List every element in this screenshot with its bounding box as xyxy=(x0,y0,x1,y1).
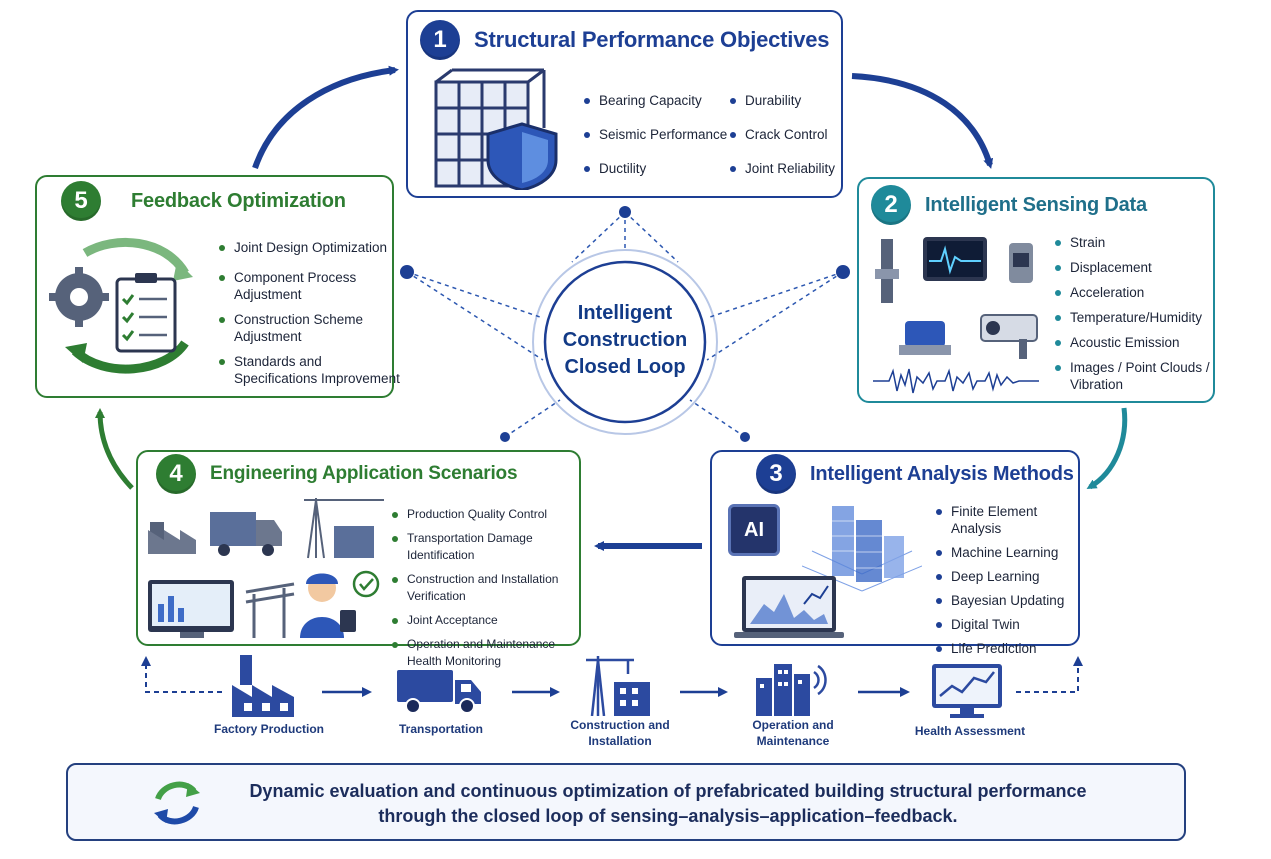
summary-banner: Dynamic evaluation and continuous optimi… xyxy=(66,763,1186,841)
list-item: Temperature/Humidity xyxy=(1055,309,1210,326)
factory-icon xyxy=(232,655,294,717)
step-number-2: 2 xyxy=(871,185,911,225)
list-item: Bearing Capacity xyxy=(584,92,727,109)
card-engineering-application: 4 Engineering Application Scenarios Prod… xyxy=(136,450,581,668)
card5-list: Joint Design Optimization Component Proc… xyxy=(219,239,404,387)
list-item: Acoustic Emission xyxy=(1055,334,1210,351)
stage-health-assessment: Health Assessment xyxy=(914,724,1026,738)
card-intelligent-sensing: 2 Intelligent Sensing Data Strain Displa… xyxy=(857,177,1215,403)
list-item: Finite Element Analysis xyxy=(936,503,1078,537)
step-number-4: 4 xyxy=(156,454,196,494)
banner-text: Dynamic evaluation and continuous optimi… xyxy=(249,781,1087,826)
list-item: Production Quality Control xyxy=(392,506,579,523)
center-line-2: Construction xyxy=(562,329,688,351)
card3-list: Finite Element Analysis Machine Learning… xyxy=(936,503,1078,657)
arrow-1-to-2 xyxy=(851,73,994,169)
recycle-arrows-icon xyxy=(154,781,200,825)
list-item: Crack Control xyxy=(730,126,835,143)
monitor-assessment-icon xyxy=(932,664,1002,718)
digital-twin-building-icon xyxy=(802,506,922,592)
sensor-devices-icon xyxy=(873,237,1039,394)
center-line-3: Closed Loop xyxy=(564,356,686,378)
list-item: Strain xyxy=(1055,234,1210,251)
stage-operation-maintenance: Operation and Maintenance xyxy=(752,718,834,748)
arrow-5-to-1 xyxy=(252,65,399,169)
building-shield-icon xyxy=(434,68,558,190)
card4-title: Engineering Application Scenarios xyxy=(210,463,518,484)
card-feedback-optimization: 5 Feedback Optimization Joint Design Opt… xyxy=(35,175,400,398)
laptop-chart-icon xyxy=(734,576,844,638)
crane-icon xyxy=(586,656,650,716)
step-number-1: 1 xyxy=(420,20,460,60)
card4-list: Production Quality Control Transportatio… xyxy=(392,506,579,670)
card2-list: Strain Displacement Acceleration Tempera… xyxy=(1055,234,1210,393)
list-item: Operation and Maintenance Health Monitor… xyxy=(392,636,577,670)
stage-transportation: Transportation xyxy=(398,722,483,736)
stage-construction-installation: Construction and Installation xyxy=(570,718,670,748)
list-item: Bayesian Updating xyxy=(936,592,1078,609)
city-buildings-icon xyxy=(756,664,827,716)
truck-icon xyxy=(397,670,481,714)
list-item: Joint Reliability xyxy=(730,160,835,177)
card2-title: Intelligent Sensing Data xyxy=(925,193,1147,216)
list-item: Construction and Installation Verificati… xyxy=(392,571,579,605)
card1-title: Structural Performance Objectives xyxy=(474,27,830,52)
application-scenarios-icon xyxy=(148,498,384,638)
list-item: Construction Scheme Adjustment xyxy=(219,311,374,345)
list-item: Joint Design Optimization xyxy=(219,239,404,256)
center-title: Intelligent Construction Closed Loop xyxy=(540,300,710,381)
card-structural-performance: 1 Structural Performance Objectives Bear… xyxy=(406,10,843,198)
list-item: Machine Learning xyxy=(936,544,1078,561)
list-item: Joint Acceptance xyxy=(392,612,579,629)
list-item: Digital Twin xyxy=(936,616,1078,633)
list-item: Life Prediction xyxy=(936,640,1078,657)
list-item: Durability xyxy=(730,92,835,109)
step-number-3: 3 xyxy=(756,454,796,494)
list-item: Component Process Adjustment xyxy=(219,269,374,303)
list-item: Deep Learning xyxy=(936,568,1078,585)
list-item: Images / Point Clouds / Vibration xyxy=(1055,359,1210,393)
card3-title: Intelligent Analysis Methods xyxy=(810,462,1074,485)
list-item: Displacement xyxy=(1055,259,1210,276)
card-intelligent-analysis: 3 Intelligent Analysis Methods AI Finite… xyxy=(710,450,1080,656)
list-item: Acceleration xyxy=(1055,284,1210,301)
ai-chip-icon: AI xyxy=(728,504,780,556)
center-line-1: Intelligent xyxy=(577,302,673,324)
card1-list-left: Bearing Capacity Seismic Performance Duc… xyxy=(584,92,727,177)
list-item: Standards and Specifications Improvement xyxy=(219,353,404,387)
arrow-4-to-5 xyxy=(95,408,134,490)
card1-list-right: Durability Crack Control Joint Reliabili… xyxy=(730,92,835,177)
gear-checklist-cycle-icon xyxy=(49,238,193,374)
list-item: Ductility xyxy=(584,160,727,177)
list-item: Seismic Performance xyxy=(584,126,727,143)
stage-factory-production: Factory Production xyxy=(213,722,324,736)
step-number-5: 5 xyxy=(61,181,101,221)
card5-title: Feedback Optimization xyxy=(131,189,346,212)
arrow-2-to-3 xyxy=(1086,407,1128,490)
list-item: Transportation Damage Identification xyxy=(392,530,579,564)
center-ring-inner xyxy=(543,260,707,424)
